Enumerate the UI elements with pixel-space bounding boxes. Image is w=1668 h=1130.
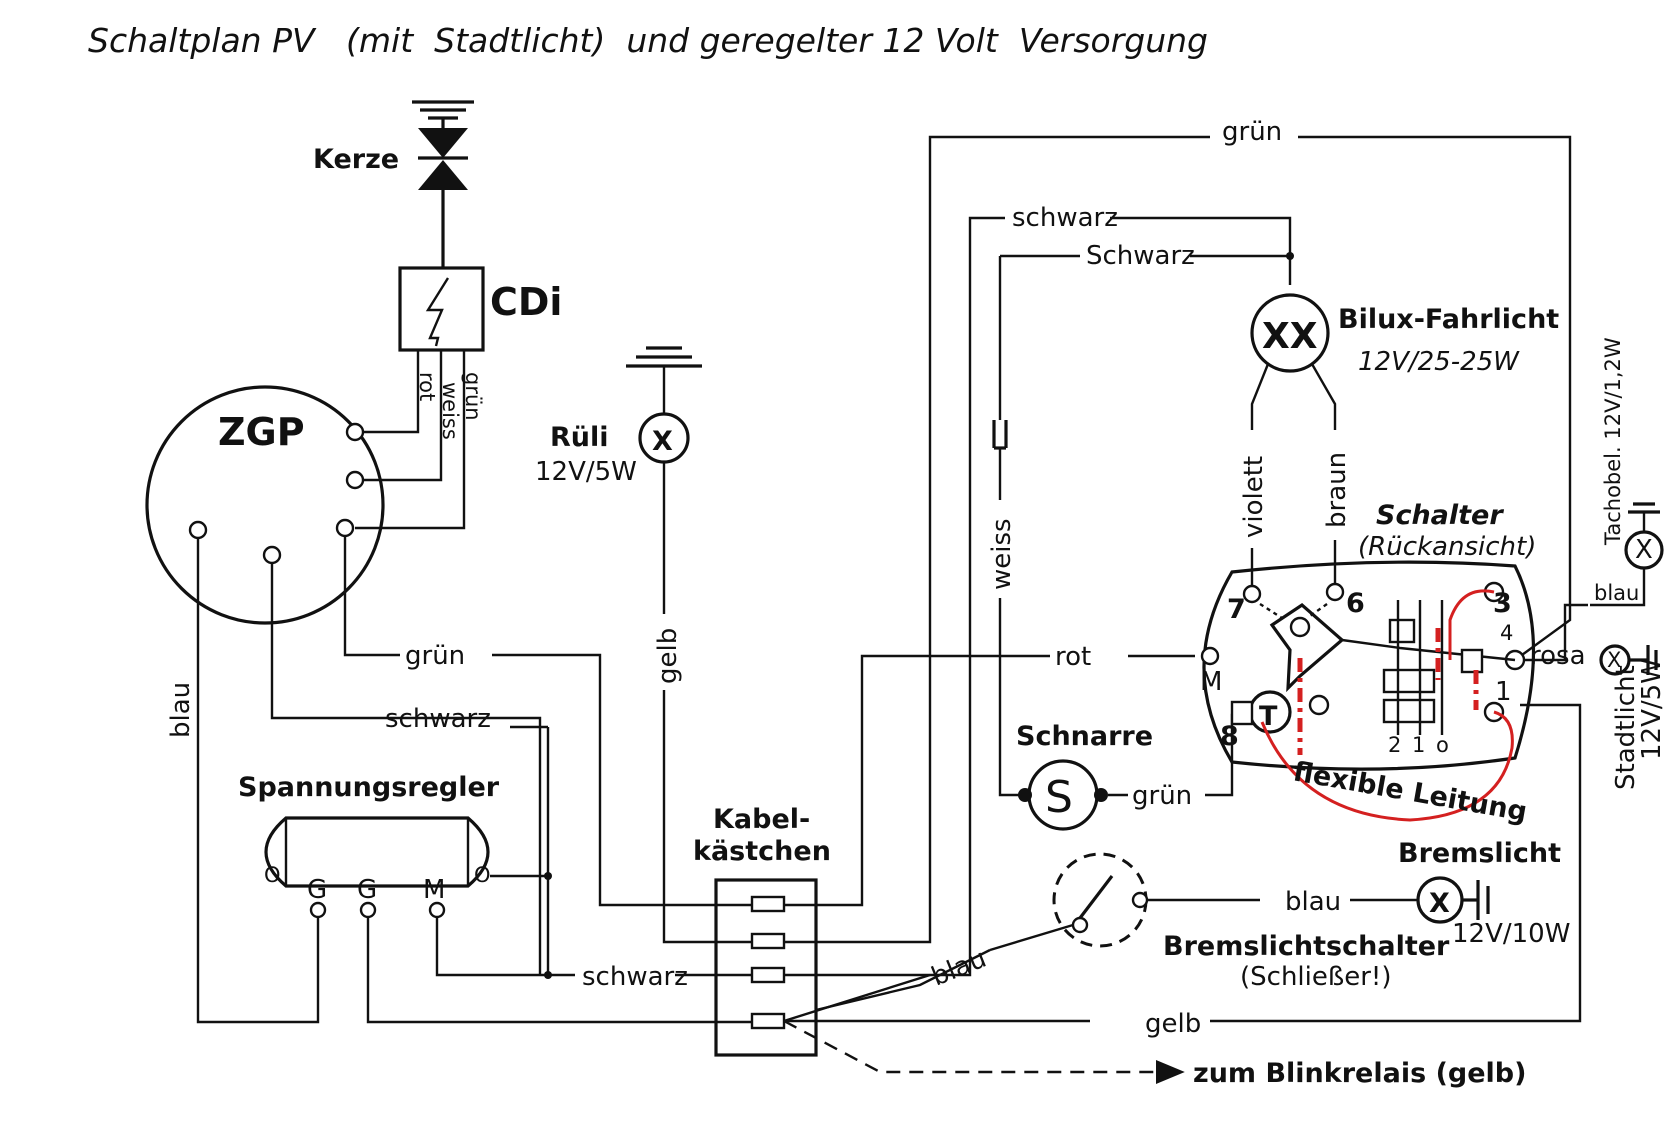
term-8: 8 <box>1220 721 1239 752</box>
wire-label-weiss: weiss <box>987 518 1017 590</box>
lamp-x-brems: X <box>1429 888 1450 919</box>
wire-label-weiss-cdi: weiss <box>438 382 462 440</box>
bilux-spec: 12V/25-25W <box>1358 347 1520 377</box>
regler-label: Spannungsregler <box>238 772 500 803</box>
bremsschalter-label: Bremslichtschalter <box>1163 931 1450 962</box>
term-0: o <box>1436 733 1449 757</box>
bilux-xx-icon: XX <box>1262 316 1318 357</box>
lamp-x-rueli: X <box>652 426 673 457</box>
lightning-icon <box>425 277 450 347</box>
wire-label-gelb-rueli: gelb <box>653 628 683 684</box>
spark-plug-symbol <box>412 100 474 268</box>
wire-label-blau-tacho: blau <box>1594 581 1639 605</box>
stadtlicht-label: Stadtlicht <box>1611 665 1641 790</box>
term-2: 2 <box>1388 733 1401 757</box>
cdi-label: CDi <box>490 280 562 324</box>
schnarre-label: Schnarre <box>1016 721 1153 752</box>
kabelkaestchen-terminals <box>750 895 786 1030</box>
term-1: 1 <box>1495 677 1512 707</box>
wire-label-rot: rot <box>1055 642 1091 672</box>
term-7: 7 <box>1227 594 1246 625</box>
bremslicht-label: Bremslicht <box>1398 838 1561 869</box>
ground-rueli <box>626 346 702 368</box>
flexible-lead <box>1260 710 1514 822</box>
lamp-x-tacho: X <box>1635 535 1653 565</box>
rueli-spec: 12V/5W <box>535 457 637 487</box>
term-6: 6 <box>1346 588 1365 619</box>
schalter-housing <box>1202 560 1536 771</box>
wire-label-schwarz-top: schwarz <box>1012 203 1118 233</box>
wire-label-gruen-top: grün <box>1222 117 1282 147</box>
horn-s-icon: S <box>1045 772 1073 823</box>
regler-term-0: O <box>264 863 281 887</box>
wire-label-schwarz-bottom: schwarz <box>582 962 688 992</box>
red-jumper-3 <box>1448 589 1495 660</box>
wire-label-gruen-zgp: grün <box>405 641 465 671</box>
kabelkaestchen-label-2: kästchen <box>693 836 831 867</box>
wire-label-gruen-cdi: grün <box>461 372 485 421</box>
diagram-title: Schaltplan PV (mit Stadtlicht) und gereg… <box>88 21 1208 60</box>
kerze-label: Kerze <box>313 144 399 175</box>
regler-term-g1: G <box>307 875 327 905</box>
regler-term-g2: G <box>357 875 377 905</box>
regler-term-0r: O <box>474 863 491 887</box>
kabelkaestchen-label-1: Kabel- <box>713 804 810 835</box>
wire-label-schwarz-2: Schwarz <box>1086 241 1195 271</box>
bilux-lamp <box>1250 293 1330 373</box>
kabelkaestchen-box <box>714 878 818 1057</box>
regler-term-m: M <box>423 875 445 905</box>
contact-block <box>1382 600 1484 735</box>
wire-label-rosa: rosa <box>1530 641 1586 671</box>
wire-label-schwarz-zgp: schwarz <box>385 704 491 734</box>
lamp-x-stadt: X <box>1607 648 1621 672</box>
wire-label-gruen-schnarre: grün <box>1132 781 1192 811</box>
connector-plug-icon <box>992 420 1008 450</box>
wire-label-blau-stop: blau <box>1285 887 1341 917</box>
schalter-label: Schalter <box>1376 500 1504 531</box>
tachobel-label: Tachobel. 12V/1,2W <box>1601 337 1625 546</box>
ground-tacho <box>1628 502 1660 514</box>
bilux-label: Bilux-Fahrlicht <box>1338 304 1559 335</box>
zgp-generator <box>145 385 385 625</box>
wire-label-rot-cdi: rot <box>415 372 439 401</box>
blinkrelais-label: zum Blinkrelais (gelb) <box>1193 1058 1526 1089</box>
bremslicht-spec: 12V/10W <box>1452 919 1570 949</box>
term-3: 3 <box>1493 588 1512 619</box>
rueli-label: Rüli <box>550 422 609 453</box>
zgp-label: ZGP <box>218 410 305 454</box>
schalter-sub: (Rückansicht) <box>1358 532 1536 562</box>
wire-label-blau-left: blau <box>166 682 196 738</box>
wire-label-gelb-bottom: gelb <box>1145 1009 1201 1039</box>
wire-label-braun: braun <box>1322 452 1352 528</box>
svg-text:T: T <box>1259 701 1278 732</box>
term-m: M <box>1200 667 1222 697</box>
bremsschalter-sub: (Schließer!) <box>1240 962 1392 992</box>
term-1b: 1 <box>1412 733 1425 757</box>
stadtlicht-spec: 12V/5W <box>1637 658 1667 760</box>
wire-label-blau-brake: blau <box>927 944 990 993</box>
wire-label-violett: violett <box>1239 456 1269 538</box>
term-4: 4 <box>1500 621 1513 645</box>
